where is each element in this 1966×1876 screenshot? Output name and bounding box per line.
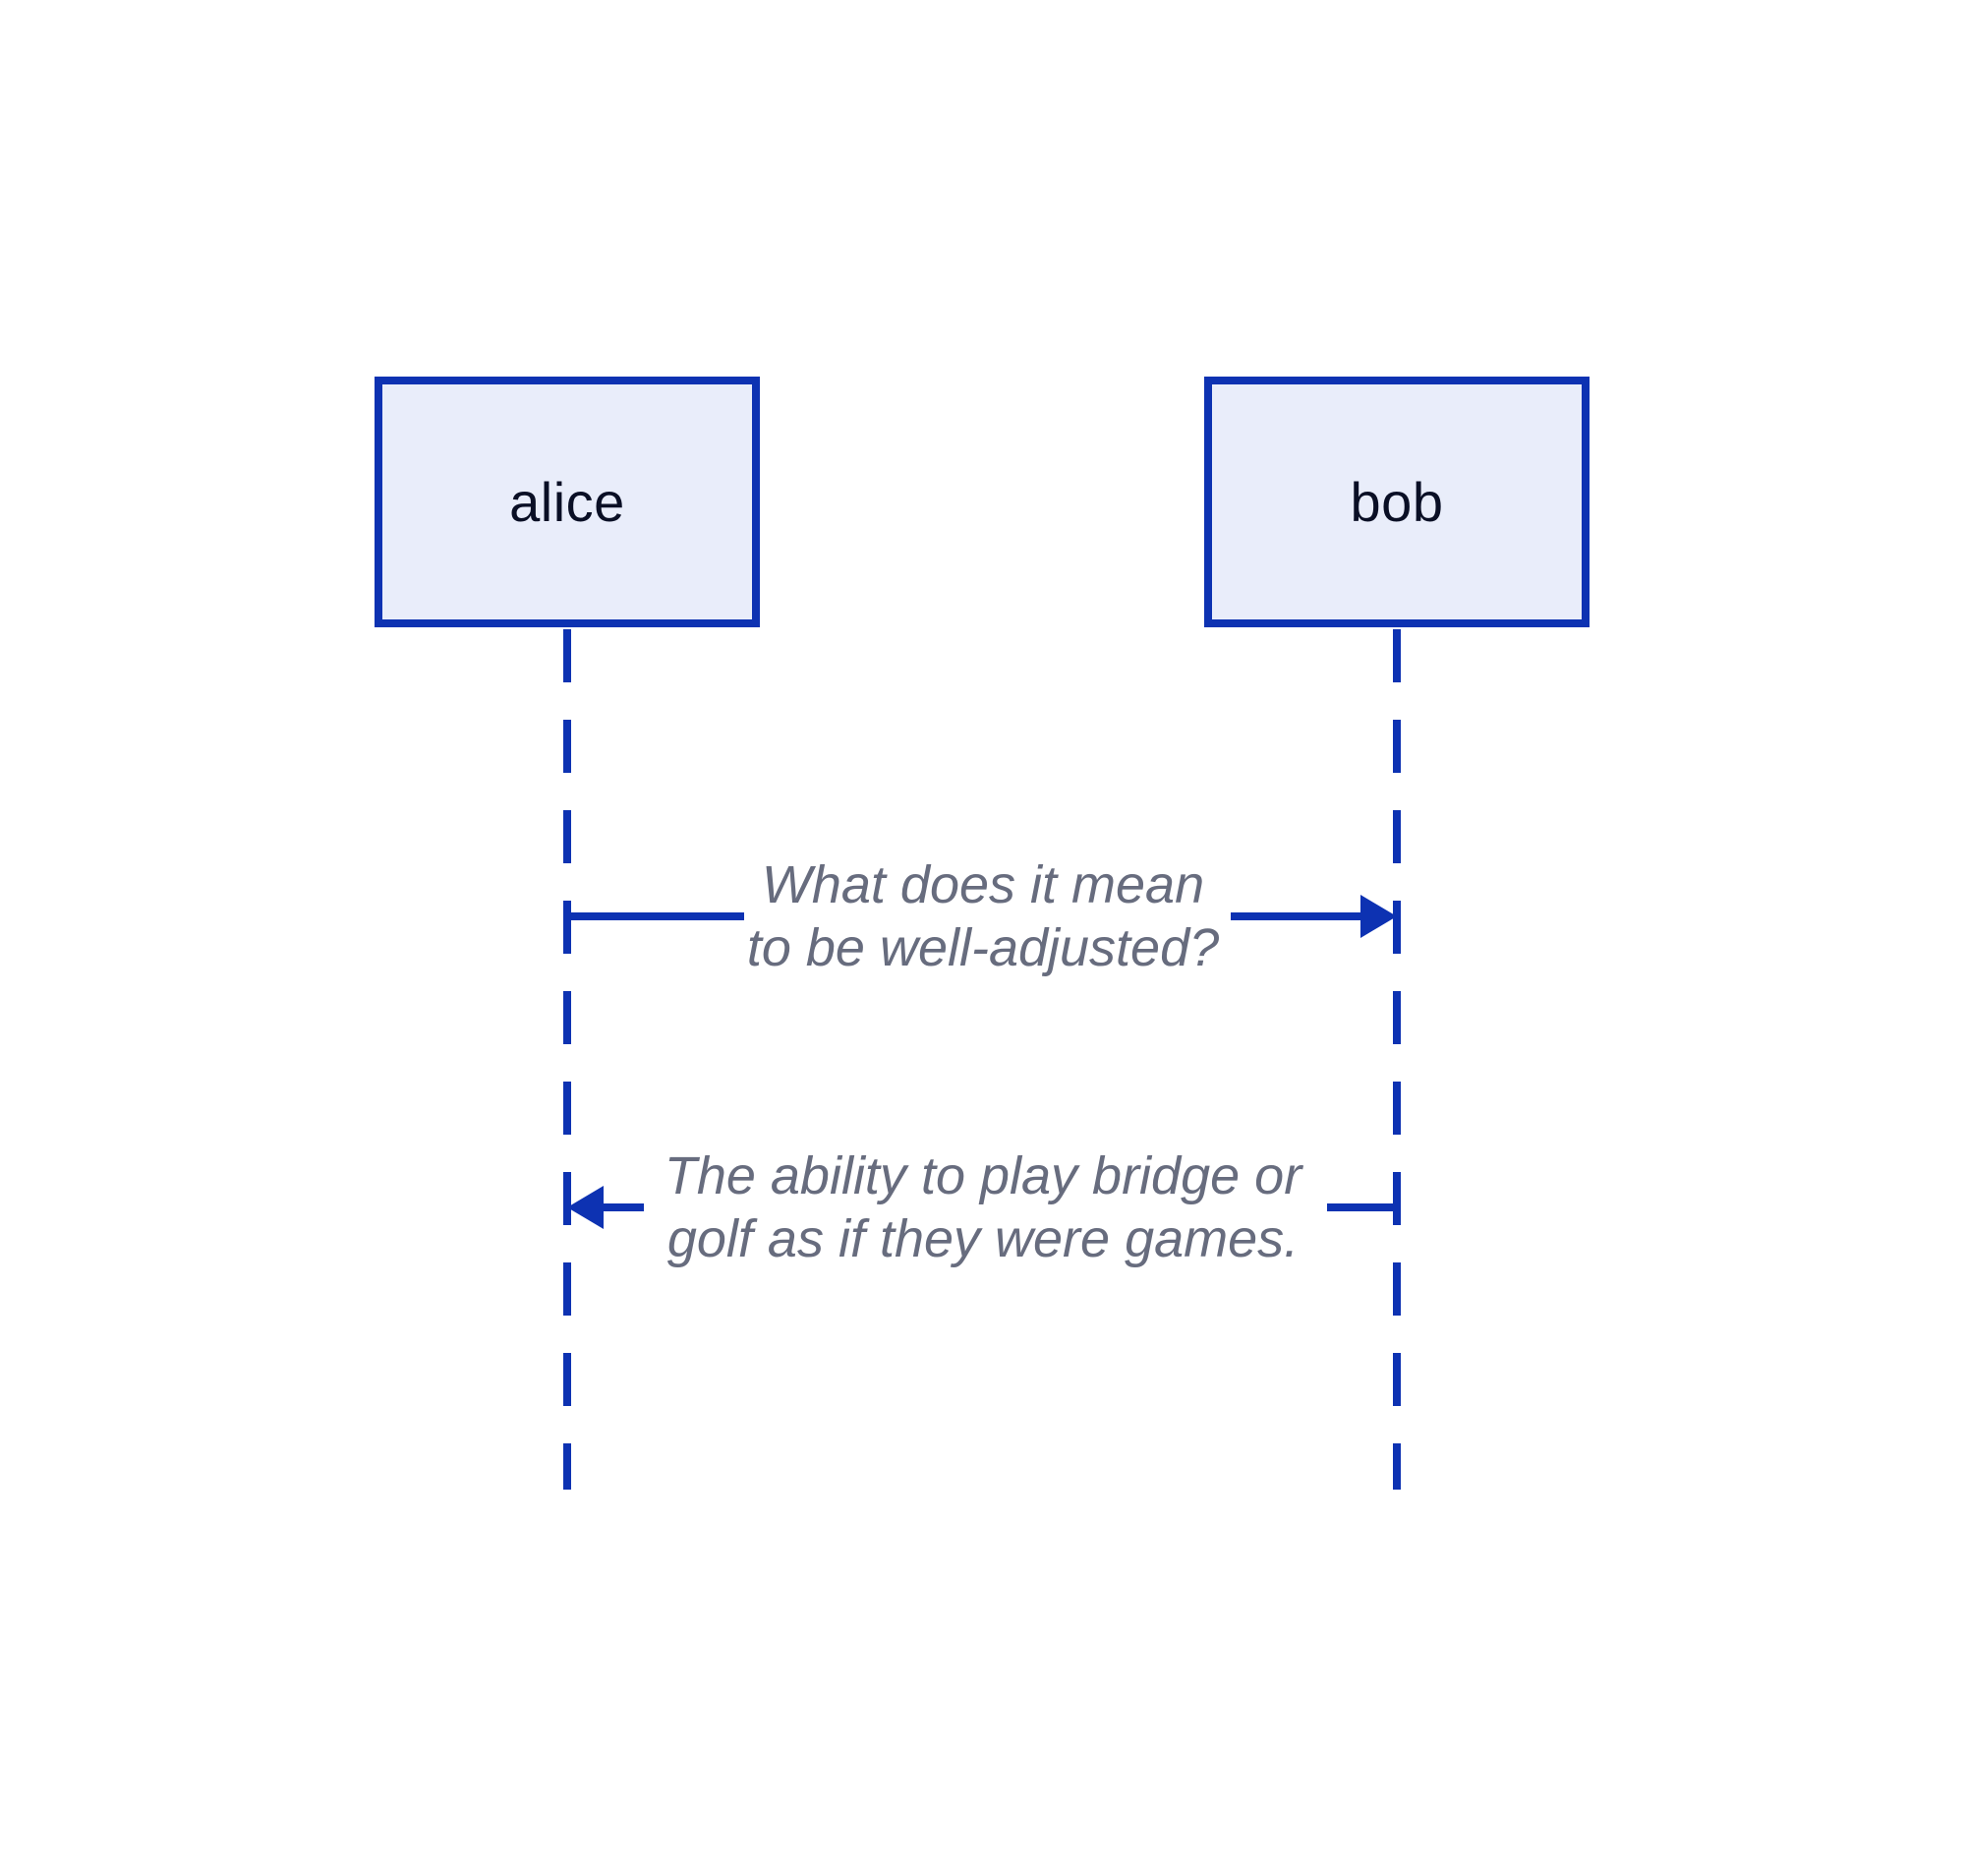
actor-alice-label: alice	[509, 471, 625, 533]
message-2-arrowhead-icon	[567, 1186, 604, 1229]
message-1-label-line2: to be well-adjusted?	[746, 918, 1220, 977]
message-1-label: What does it mean to be well-adjusted?	[747, 853, 1219, 979]
message-1-label-line1: What does it mean	[761, 855, 1205, 914]
message-2-label-line1: The ability to play bridge or	[664, 1146, 1302, 1205]
actor-bob: bob	[1204, 377, 1590, 627]
message-1-arrow	[567, 895, 1397, 938]
actor-bob-label: bob	[1350, 471, 1444, 533]
message-2-arrow	[567, 1186, 1397, 1229]
message-2-label-line2: golf as if they were games.	[666, 1209, 1300, 1268]
message-2-label: The ability to play bridge or golf as if…	[665, 1144, 1301, 1270]
actor-alice: alice	[375, 377, 760, 627]
message-1-arrowhead-icon	[1360, 895, 1397, 938]
